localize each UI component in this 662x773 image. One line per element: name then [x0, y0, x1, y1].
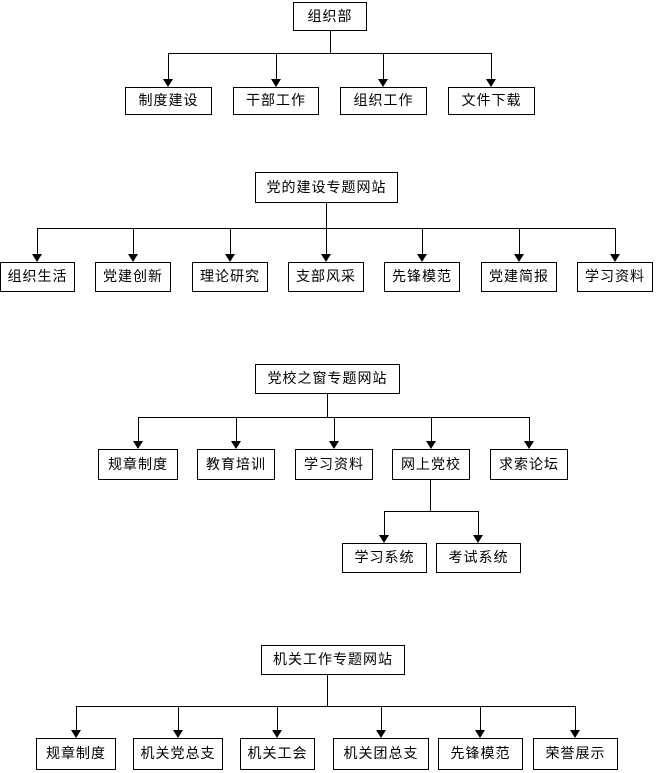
tree4-branch-line	[76, 706, 576, 707]
arrowhead-down-icon	[524, 441, 534, 449]
tree1-drop-line	[491, 53, 492, 79]
tree2-child-node: 学习资料	[577, 262, 653, 292]
arrowhead-down-icon	[486, 79, 496, 87]
arrowhead-down-icon	[426, 441, 436, 449]
tree3-sub-branch-line	[384, 511, 479, 512]
arrowhead-down-icon	[231, 441, 241, 449]
tree4-drop-line	[76, 706, 77, 730]
arrowhead-down-icon	[128, 254, 138, 262]
tree1-branch-line	[168, 53, 492, 54]
tree4-drop-line	[381, 706, 382, 730]
arrowhead-down-icon	[473, 535, 483, 543]
arrowhead-down-icon	[32, 254, 42, 262]
tree2-root-node: 党的建设专题网站	[255, 172, 398, 203]
tree3-drop-line	[529, 417, 530, 441]
tree3-drop-line	[431, 417, 432, 441]
tree4-stem-line	[327, 675, 328, 706]
tree1-root-node: 组织部	[293, 2, 367, 31]
tree2-drop-line	[615, 228, 616, 254]
tree3-sub-drop-line	[384, 511, 385, 535]
arrowhead-down-icon	[417, 254, 427, 262]
tree3-drop-line	[236, 417, 237, 441]
arrowhead-down-icon	[271, 79, 281, 87]
arrowhead-down-icon	[378, 79, 388, 87]
tree4-drop-line	[178, 706, 179, 730]
arrowhead-down-icon	[376, 730, 386, 738]
tree2-drop-line	[133, 228, 134, 254]
tree3-child-node: 网上党校	[392, 449, 470, 480]
tree3-stem-line	[327, 394, 328, 417]
tree2-drop-line	[422, 228, 423, 254]
tree2-stem-line	[326, 203, 327, 228]
tree1-child-node: 制度建设	[125, 87, 212, 115]
tree4-child-node: 荣誉展示	[533, 738, 618, 770]
tree1-child-node: 文件下载	[448, 87, 535, 115]
tree2-child-node: 先锋模范	[384, 262, 460, 292]
tree1-stem-line	[330, 31, 331, 53]
tree1-drop-line	[383, 53, 384, 79]
tree4-drop-line	[277, 706, 278, 730]
tree4-child-node: 机关党总支	[133, 738, 223, 770]
tree3-drop-line	[138, 417, 139, 441]
tree3-child-node: 求索论坛	[490, 449, 568, 480]
arrowhead-down-icon	[133, 441, 143, 449]
tree3-subchild-node: 学习系统	[342, 543, 427, 573]
tree3-child-node: 教育培训	[197, 449, 275, 480]
arrowhead-down-icon	[163, 79, 173, 87]
tree1-drop-line	[168, 53, 169, 79]
arrowhead-down-icon	[321, 254, 331, 262]
tree4-child-node: 先锋模范	[438, 738, 523, 770]
tree1-drop-line	[276, 53, 277, 79]
tree3-drop-line	[334, 417, 335, 441]
tree4-child-node: 机关团总支	[333, 738, 429, 770]
arrowhead-down-icon	[514, 254, 524, 262]
tree2-drop-line	[326, 228, 327, 254]
arrowhead-down-icon	[329, 441, 339, 449]
arrowhead-down-icon	[570, 730, 580, 738]
tree3-child-node: 规章制度	[98, 449, 178, 480]
tree3-root-node: 党校之窗专题网站	[255, 364, 400, 394]
arrowhead-down-icon	[379, 535, 389, 543]
arrowhead-down-icon	[610, 254, 620, 262]
tree4-child-node: 机关工会	[240, 738, 315, 770]
tree2-drop-line	[519, 228, 520, 254]
arrowhead-down-icon	[475, 730, 485, 738]
tree2-child-node: 支部风采	[288, 262, 364, 292]
tree2-drop-line	[230, 228, 231, 254]
tree3-sub-stem-line	[430, 480, 431, 511]
tree2-child-node: 党建简报	[481, 262, 557, 292]
tree4-drop-line	[480, 706, 481, 730]
tree4-child-node: 规章制度	[36, 738, 116, 770]
arrowhead-down-icon	[173, 730, 183, 738]
tree4-root-node: 机关工作专题网站	[261, 645, 405, 675]
arrowhead-down-icon	[71, 730, 81, 738]
tree4-drop-line	[575, 706, 576, 730]
tree2-drop-line	[37, 228, 38, 254]
tree2-child-node: 理论研究	[192, 262, 268, 292]
tree3-child-node: 学习资料	[295, 449, 373, 480]
tree1-child-node: 组织工作	[340, 87, 427, 115]
tree2-child-node: 组织生活	[0, 262, 75, 292]
tree3-sub-drop-line	[478, 511, 479, 535]
arrowhead-down-icon	[225, 254, 235, 262]
tree2-child-node: 党建创新	[95, 262, 171, 292]
tree3-subchild-node: 考试系统	[436, 543, 521, 573]
arrowhead-down-icon	[272, 730, 282, 738]
tree1-child-node: 干部工作	[233, 87, 319, 115]
